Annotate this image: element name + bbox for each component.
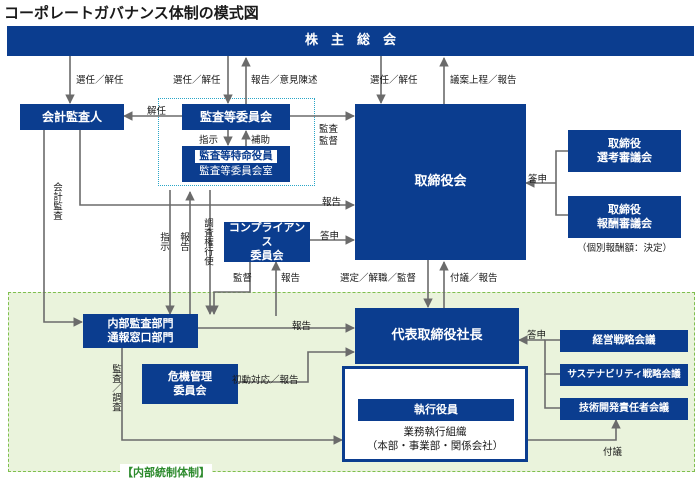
accounting-auditor-box: 会計監査人 bbox=[20, 104, 124, 130]
compliance-committee-box: コンプライアンス 委員会 bbox=[224, 221, 310, 262]
business-org-label-1: 業務執行組織 bbox=[403, 426, 467, 438]
executive-officers-box: 執行役員 bbox=[358, 399, 514, 421]
label-initial-response: 初動対応／報告 bbox=[232, 375, 299, 386]
label-assist: 補助 bbox=[251, 135, 271, 146]
sustainability-meeting-box: サステナビリティ戦略会議 bbox=[560, 364, 688, 386]
risk-committee-box: 危機管理 委員会 bbox=[142, 364, 238, 404]
label-answer-compliance: 答申 bbox=[320, 231, 340, 242]
label-answer-nomination: 答申 bbox=[528, 174, 548, 185]
internal-audit-box: 内部監査部門 通報窓口部門 bbox=[83, 314, 198, 348]
label-supervise: 監督 bbox=[233, 273, 253, 284]
label-report-3: 報告 bbox=[281, 273, 301, 284]
label-dismiss: 解任 bbox=[147, 106, 167, 117]
audit-staff-office: 監査等委員会室 bbox=[199, 165, 273, 177]
label-instruct-2: 指示 bbox=[158, 232, 169, 251]
compensation-label-2: 報酬審議会 bbox=[597, 217, 652, 230]
compliance-label-1: コンプライアンス bbox=[228, 221, 306, 249]
tech-meeting-box: 技術開発責任者会議 bbox=[560, 398, 688, 420]
label-answer-meetings: 答申 bbox=[527, 330, 547, 341]
president-box: 代表取締役社長 bbox=[355, 308, 519, 364]
compensation-council-box: 取締役 報酬審議会 bbox=[568, 196, 681, 238]
shareholders-meeting-box: 株 主 総 会 bbox=[7, 26, 694, 56]
label-refer-report: 付議／報告 bbox=[450, 273, 498, 284]
internal-audit-label-2: 通報窓口部門 bbox=[107, 331, 174, 344]
nomination-label-2: 選考審議会 bbox=[597, 151, 652, 164]
label-instruct: 指示 bbox=[199, 135, 219, 146]
label-investigate: 調査権行使 bbox=[202, 218, 213, 266]
board-of-directors-box: 取締役会 bbox=[355, 104, 526, 260]
label-audit-investigate: 監査／調査 bbox=[110, 364, 121, 412]
strategy-meeting-box: 経営戦略会議 bbox=[560, 330, 688, 352]
audit-staff-officer: 監査等特命役員 bbox=[195, 149, 277, 163]
compensation-label-1: 取締役 bbox=[608, 203, 641, 217]
compliance-label-2: 委員会 bbox=[250, 248, 284, 262]
internal-control-label: 【内部統制体制】 bbox=[120, 464, 212, 480]
risk-label-2: 委員会 bbox=[173, 384, 207, 397]
label-report-opinion: 報告／意見陳述 bbox=[251, 75, 318, 86]
label-report-board: 報告 bbox=[322, 197, 342, 208]
label-supervision: 監督 bbox=[319, 136, 339, 147]
nomination-label-1: 取締役 bbox=[608, 137, 641, 151]
nomination-council-box: 取締役 選考審議会 bbox=[568, 130, 681, 172]
label-refer: 付議 bbox=[603, 447, 623, 458]
label-audit: 監査 bbox=[319, 124, 339, 135]
label-elect-dismiss-2: 選任／解任 bbox=[173, 75, 221, 86]
internal-audit-label-1: 内部監査部門 bbox=[107, 317, 174, 331]
audit-committee-box: 監査等委員会 bbox=[182, 104, 290, 130]
compensation-note: （個別報酬額：決定） bbox=[576, 243, 672, 254]
label-report-2: 報告 bbox=[178, 232, 189, 251]
page-title: コーポレートガバナンス体制の模式図 bbox=[4, 4, 259, 22]
business-organization: 業務執行組織 （本部・事業部・関係会社） bbox=[342, 426, 528, 453]
label-agenda-report: 議案上程／報告 bbox=[450, 75, 517, 86]
label-elect-dismiss-3: 選任／解任 bbox=[370, 75, 418, 86]
label-accounting-audit: 会計監査 bbox=[51, 182, 62, 220]
risk-label-1: 危機管理 bbox=[168, 370, 212, 384]
label-elect-dismiss-1: 選任／解任 bbox=[76, 75, 124, 86]
label-report-4: 報告 bbox=[292, 321, 312, 332]
audit-committee-area bbox=[158, 98, 315, 186]
business-org-label-2: （本部・事業部・関係会社） bbox=[366, 439, 504, 452]
label-appoint: 選定／解職／監督 bbox=[340, 273, 417, 284]
audit-staff-box: 監査等特命役員 監査等委員会室 bbox=[182, 146, 290, 182]
